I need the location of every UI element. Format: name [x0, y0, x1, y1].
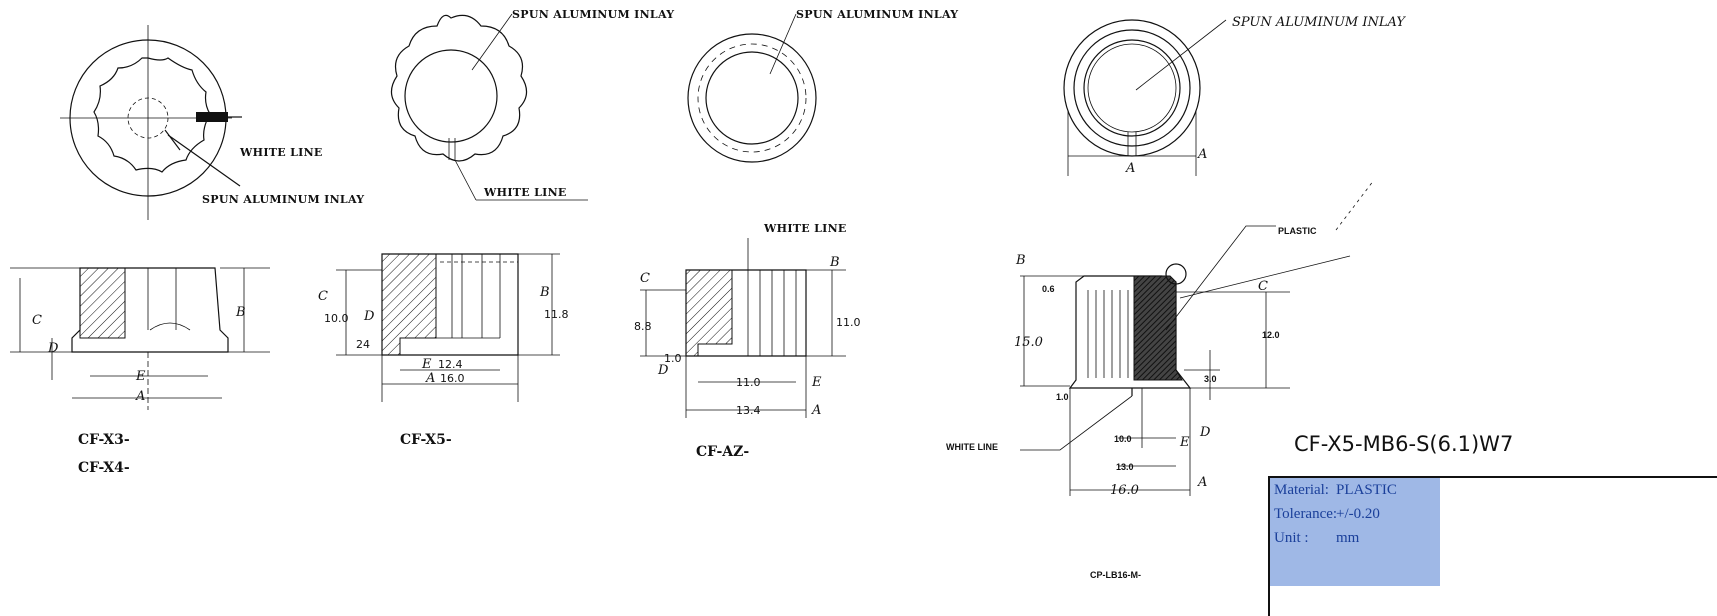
az-top-view [687, 13, 817, 163]
x3-white-line-label: WHITE LINE [239, 146, 323, 159]
lb16-dim-a: 16.0 [1110, 483, 1139, 498]
lb16-dim-c: 12.0 [1262, 330, 1280, 340]
lb16-dim-1: 1.0 [1056, 392, 1069, 402]
az-dim-e: 11.0 [736, 376, 761, 389]
lb16-dim-b: 0.6 [1042, 284, 1055, 294]
x3-model: CF-X3- [78, 432, 130, 448]
x5-dim-a-letter: A [425, 371, 435, 386]
az-dim-e-letter: E [811, 375, 822, 390]
spec-row-material: Material: PLASTIC [1274, 482, 1397, 499]
az-dim-a: 13.4 [736, 404, 761, 417]
spec-key-material: Material: [1274, 482, 1329, 498]
x3-dim-e: E [135, 369, 146, 384]
lb16-plastic-label: PLASTIC [1278, 226, 1317, 236]
lb16-dim-height: 15.0 [1014, 335, 1043, 350]
spec-table-highlight [1270, 478, 1440, 586]
part-number-title: CF-X5-MB6-S(6.1)W7 [1294, 432, 1514, 456]
x5-model: CF-X5- [400, 432, 452, 448]
lb16-dim-e: 10.0 [1114, 434, 1132, 444]
lb16-top-dim-a: A [1125, 161, 1135, 176]
x5-dim-a: 16.0 [440, 372, 465, 385]
az-dim-b-letter: B [829, 255, 840, 270]
az-side-view [640, 238, 846, 418]
x5-spun-inlay-label: SPUN ALUMINUM INLAY [512, 8, 674, 21]
lb16-side-view [1020, 179, 1375, 496]
x5-dim-d: 24 [356, 338, 370, 351]
x4-model: CF-X4- [78, 460, 130, 476]
az-spun-inlay-label: SPUN ALUMINUM INLAY [796, 8, 958, 21]
spec-row-unit: Unit : mm [1274, 530, 1359, 547]
x5-dim-c-letter: C [318, 289, 328, 304]
x5-dim-b-letter: B [539, 285, 550, 300]
x3-top-view [60, 25, 242, 220]
lb16-dim-b-letter: B [1015, 253, 1026, 268]
spec-key-unit: Unit : [1274, 530, 1309, 546]
lb16-dim-c-letter: C [1258, 279, 1268, 294]
lb16-spun-inlay-label: SPUN ALUMINUM INLAY [1232, 15, 1406, 30]
x5-dim-b: 11.8 [544, 308, 569, 321]
x5-dim-c: 10.0 [324, 312, 349, 325]
x3-dim-d: D [47, 341, 59, 356]
x5-dim-d-letter: D [363, 309, 375, 324]
lb16-dim-13: 13.0 [1116, 462, 1134, 472]
x3-dim-b: B [235, 305, 246, 320]
az-dim-d-letter: D [657, 363, 669, 378]
x5-dim-e-letter: E [421, 357, 432, 372]
lb16-model: CP-LB16-M- [1090, 570, 1141, 580]
az-dim-b: 11.0 [836, 316, 861, 329]
lb16-top-view [1063, 19, 1227, 176]
spec-value-tolerance: +/-0.20 [1336, 506, 1380, 522]
az-model: CF-AZ- [696, 444, 749, 460]
x3-dim-a: A [135, 389, 145, 404]
x3-spun-inlay-label: SPUN ALUMINUM INLAY [202, 193, 364, 206]
lb16-dim-d-letter: D [1199, 425, 1211, 440]
lb16-top-dim-a-right: A [1197, 147, 1207, 162]
lb16-dim-a-letter: A [1197, 475, 1207, 490]
spec-row-tolerance: Tolerance:+/-0.20 [1274, 506, 1380, 523]
az-dim-a-letter: A [811, 403, 821, 418]
lb16-dim-d: 3.0 [1204, 374, 1217, 384]
x3-dim-c: C [32, 313, 42, 328]
x5-dim-e: 12.4 [438, 358, 463, 371]
az-dim-c: 8.8 [634, 320, 652, 333]
x5-side-view [336, 253, 560, 402]
spec-value-unit: mm [1336, 530, 1360, 546]
az-dim-c-letter: C [640, 271, 650, 286]
x5-white-line-label: WHITE LINE [483, 186, 567, 199]
x5-top-view [390, 13, 588, 201]
spec-table: Material: PLASTIC Tolerance:+/-0.20 Unit … [1268, 476, 1717, 616]
spec-key-tolerance: Tolerance: [1274, 506, 1338, 522]
lb16-dim-e-letter: E [1179, 435, 1190, 450]
az-white-line-label: WHITE LINE [763, 222, 847, 235]
x3-side-view [10, 267, 270, 410]
az-dim-d: 1.0 [664, 352, 682, 365]
lb16-white-line-label: WHITE LINE [946, 442, 998, 452]
spec-value-material: PLASTIC [1336, 482, 1397, 498]
